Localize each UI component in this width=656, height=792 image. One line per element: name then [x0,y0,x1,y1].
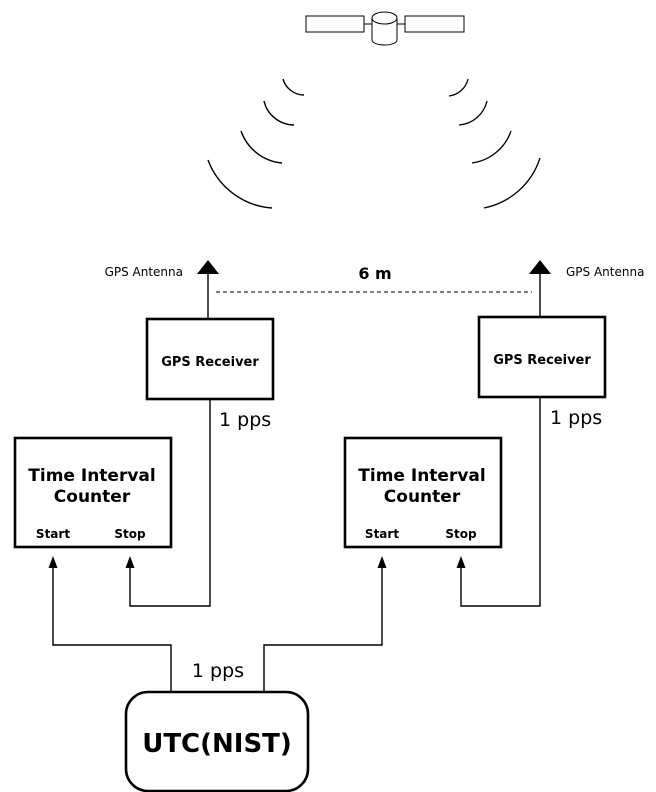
signal-waves-left-icon [207,78,305,209]
left-counter-start-label: Start [36,527,70,541]
left-receiver-pps-wire [129,399,211,607]
left-time-interval-counter: Time Interval Counter Start Stop [13,436,173,549]
left-counter-title-line1: Time Interval [28,466,155,486]
utc-nist-reference: UTC(NIST) [124,690,310,792]
right-counter-title-line1: Time Interval [358,466,485,486]
left-antenna-icon [197,260,219,274]
left-antenna-label: GPS Antenna [105,265,183,279]
signal-waves-right-icon [448,78,541,209]
baseline-distance-label: 6 m [358,264,391,283]
right-counter-stop-label: Stop [445,527,477,541]
right-receiver-pps-wire [460,397,541,607]
right-counter-start-label: Start [365,527,399,541]
right-counter-title-line2: Counter [384,487,461,507]
right-gps-receiver: GPS Receiver [477,315,607,399]
utc-nist-label: UTC(NIST) [142,729,292,759]
left-receiver-label: GPS Receiver [161,355,259,370]
left-counter-title-line2: Counter [54,487,131,507]
right-receiver-label: GPS Receiver [493,353,591,368]
left-stop-arrow [125,556,135,568]
satellite-icon [305,11,465,46]
utc-pps-wire-right [263,568,383,692]
left-gps-receiver: GPS Receiver [145,317,275,401]
right-stop-arrow [456,556,466,568]
left-start-arrow [48,556,58,568]
left-receiver-pps-label: 1 pps [219,409,271,431]
right-antenna-icon [529,260,551,274]
utc-pps-wire-left [52,568,172,692]
right-time-interval-counter: Time Interval Counter Start Stop [343,436,503,549]
right-start-arrow [377,556,387,568]
left-counter-stop-label: Stop [114,527,146,541]
reference-pps-label: 1 pps [192,660,244,682]
right-receiver-pps-label: 1 pps [550,407,602,429]
right-antenna-label: GPS Antenna [566,265,644,279]
